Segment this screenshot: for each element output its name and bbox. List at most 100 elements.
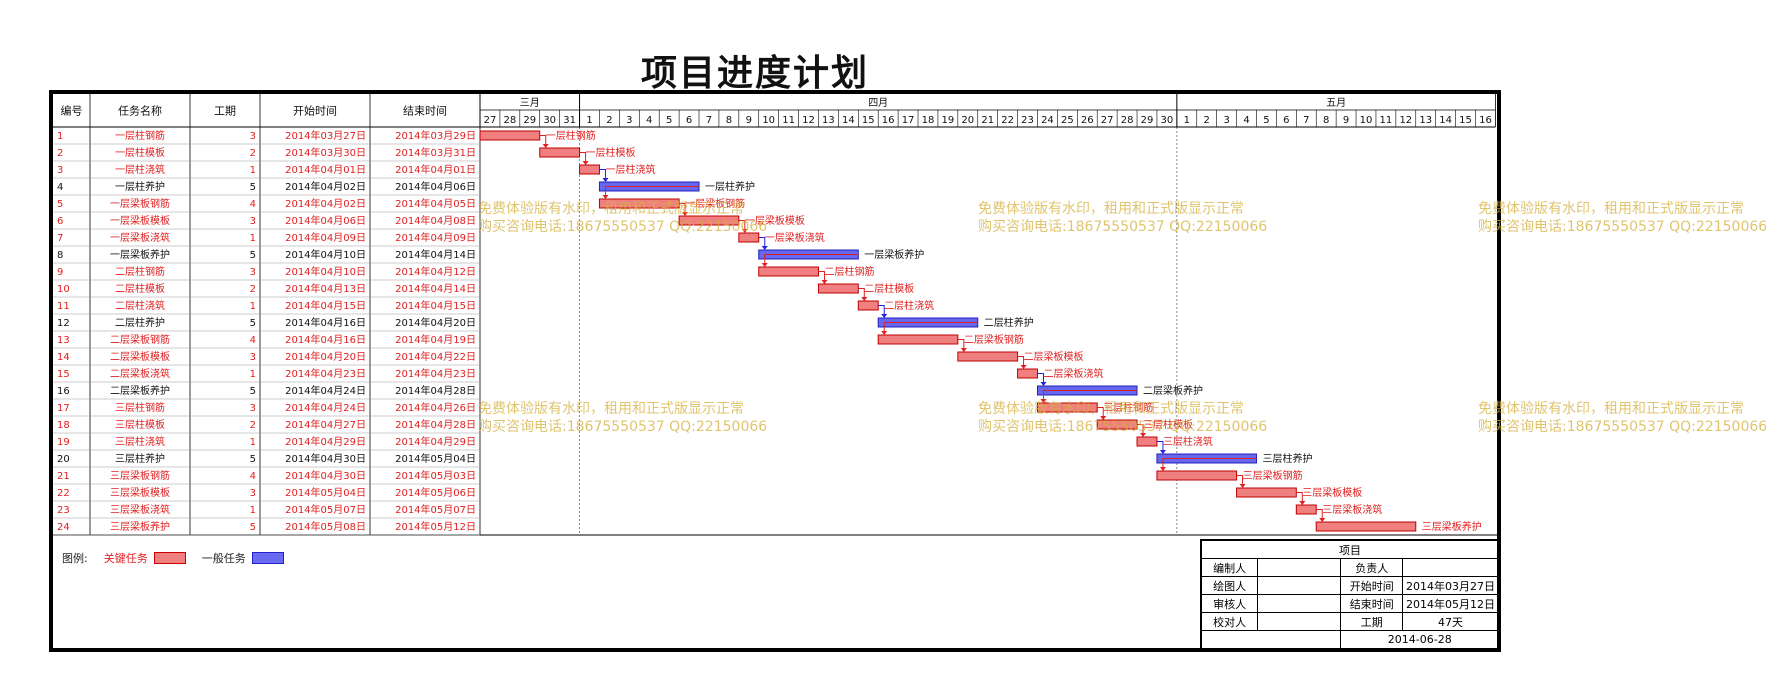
- task-bar: [738, 232, 760, 243]
- task-id: 7: [57, 233, 63, 244]
- task-bar: [1136, 436, 1158, 447]
- dependency-arrowhead: [1159, 467, 1166, 471]
- dependency-arrowhead: [1040, 382, 1047, 386]
- day-tick-label: 6: [1283, 115, 1289, 126]
- task-bar: [1295, 504, 1317, 515]
- day-tick-label: 28: [1121, 115, 1134, 126]
- info-reviewer-label: 审核人: [1200, 594, 1259, 613]
- task-end: 2014年04月22日: [395, 350, 476, 363]
- dependency-connector: [858, 288, 865, 300]
- dependency-connector: [579, 152, 587, 164]
- dependency-arrowhead: [1159, 450, 1166, 454]
- task-bar-label: 一层梁板浇筑: [765, 231, 825, 244]
- dependency-connector: [1316, 509, 1323, 521]
- day-tick-label: 29: [523, 115, 536, 126]
- task-bar-label: 一层柱养护: [705, 180, 755, 193]
- dependency-connector: [878, 305, 885, 317]
- dependency-arrowhead: [682, 212, 689, 216]
- task-name: 一层柱钢筋: [115, 129, 165, 142]
- info-end-label: 结束时间: [1340, 594, 1403, 613]
- dependency-connector: [1017, 356, 1025, 368]
- task-name: 二层柱养护: [115, 316, 165, 329]
- day-tick-label: 30: [543, 115, 556, 126]
- task-id: 23: [57, 505, 70, 516]
- task-id: 1: [57, 131, 63, 142]
- task-bar-label: 三层梁板钢筋: [1243, 469, 1303, 482]
- dependency-arrowhead: [821, 280, 828, 284]
- task-id: 13: [57, 335, 70, 346]
- info-duration-label: 工期: [1340, 612, 1403, 631]
- column-header: 任务名称: [118, 104, 162, 118]
- task-id: 15: [57, 369, 70, 380]
- task-bar-label: 一层梁板养护: [864, 248, 924, 261]
- task-duration: 1: [250, 233, 256, 244]
- dependency-arrowhead: [1239, 484, 1246, 488]
- task-bar-label: 一层柱模板: [586, 146, 636, 159]
- dependency-connector: [758, 237, 766, 249]
- task-start: 2014年04月30日: [285, 469, 366, 482]
- task-start: 2014年03月30日: [285, 146, 366, 159]
- dependency-connector: [738, 220, 746, 232]
- task-name: 三层柱模板: [115, 418, 165, 431]
- task-end: 2014年03月29日: [395, 129, 476, 142]
- day-tick-label: 10: [762, 115, 775, 126]
- day-tick-label: 3: [1223, 115, 1229, 126]
- task-name: 三层柱养护: [115, 452, 165, 465]
- info-editor-label: 编制人: [1200, 558, 1259, 577]
- task-id: 19: [57, 437, 70, 448]
- day-tick-label: 11: [1380, 115, 1393, 126]
- month-label: 三月: [520, 97, 540, 109]
- info-checker-value: [1257, 612, 1342, 631]
- info-blank: [1200, 630, 1342, 649]
- dependency-arrowhead: [1140, 433, 1147, 437]
- day-tick-label: 7: [706, 115, 712, 126]
- task-bar-label: 三层柱模板: [1143, 418, 1193, 431]
- day-tick-label: 21: [981, 115, 994, 126]
- info-start-label: 开始时间: [1340, 576, 1403, 595]
- task-duration: 3: [250, 131, 256, 142]
- day-tick-label: 6: [686, 115, 692, 126]
- day-tick-label: 11: [782, 115, 795, 126]
- task-end: 2014年04月20日: [395, 316, 476, 329]
- legend-normal-swatch: [251, 552, 284, 564]
- task-name: 二层柱模板: [115, 282, 165, 295]
- task-duration: 4: [250, 471, 256, 482]
- day-tick-label: 30: [1161, 115, 1174, 126]
- task-id: 17: [57, 403, 70, 414]
- task-duration: 1: [250, 369, 256, 380]
- task-name: 二层梁板养护: [110, 384, 170, 397]
- day-tick-label: 8: [1323, 115, 1329, 126]
- task-bar: [1315, 521, 1417, 532]
- dependency-connector: [957, 339, 965, 351]
- watermark-line1: 免费体验版有水印，租用和正式版显示正常: [1478, 201, 1744, 217]
- day-tick-label: 12: [802, 115, 815, 126]
- info-duration-value: 47天: [1402, 612, 1499, 631]
- dependency-connector: [604, 186, 700, 198]
- task-duration: 5: [250, 522, 256, 533]
- task-id: 10: [57, 284, 70, 295]
- dependency-connector: [1296, 492, 1303, 504]
- task-name: 三层梁板模板: [110, 486, 170, 499]
- task-bar: [1156, 470, 1238, 481]
- month-label: 四月: [868, 97, 888, 109]
- task-id: 22: [57, 488, 70, 499]
- day-tick-label: 8: [726, 115, 732, 126]
- task-bar-label: 三层柱浇筑: [1163, 435, 1213, 448]
- column-header: 结束时间: [403, 105, 447, 118]
- day-tick-label: 23: [1021, 115, 1034, 126]
- dependency-arrowhead: [881, 314, 888, 318]
- dependency-connector: [1037, 373, 1044, 385]
- dependency-connector: [679, 203, 686, 215]
- day-tick-label: 7: [1303, 115, 1309, 126]
- task-id: 20: [57, 454, 70, 465]
- task-end: 2014年05月03日: [395, 469, 476, 482]
- dependency-connector: [1042, 390, 1138, 402]
- task-bar-label: 三层梁板模板: [1302, 486, 1362, 499]
- task-end: 2014年04月15日: [395, 299, 476, 312]
- task-start: 2014年04月24日: [285, 401, 366, 414]
- info-drawer-label: 绘图人: [1200, 576, 1259, 595]
- task-bar-label: 一层柱浇筑: [605, 163, 655, 176]
- month-label: 五月: [1326, 97, 1346, 109]
- dependency-connector: [1236, 475, 1244, 487]
